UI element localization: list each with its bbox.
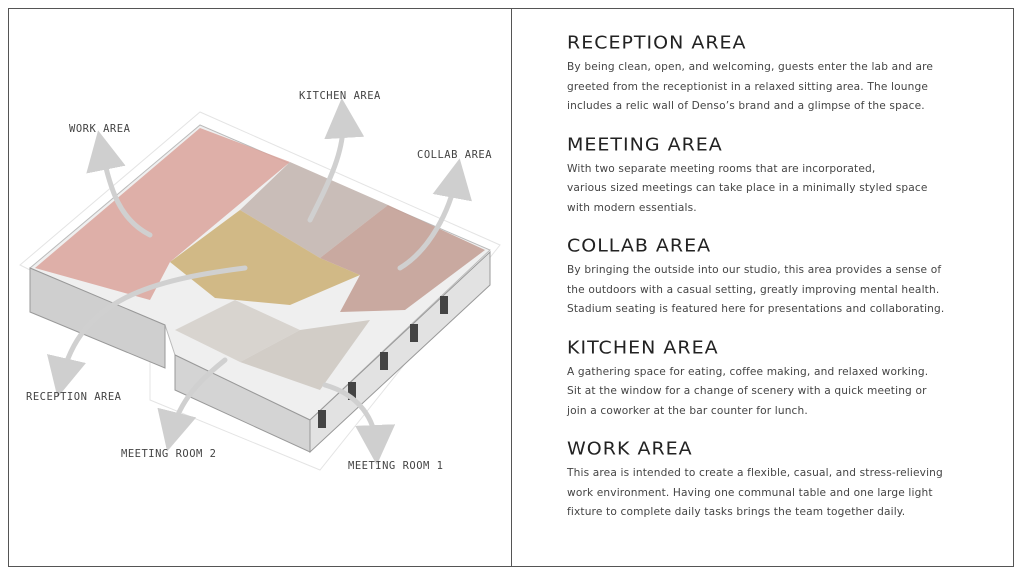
meeting-room-2-floor [175,300,300,362]
text-line: various sized meetings can take place in… [567,182,928,194]
section-work: WORK AREA This area is intended to creat… [567,438,997,523]
text-line: fixture to complete daily tasks brings t… [567,506,906,518]
section-reception: RECEPTION AREA By being clean, open, and… [567,32,997,117]
text-line: greeted from the receptionist in a relax… [567,80,929,93]
meeting-room-1-floor [240,320,370,390]
text-line: By being clean, open, and welcoming, gue… [567,61,934,73]
section-title: RECEPTION AREA [567,32,747,54]
section-title: WORK AREA [567,438,693,460]
text-line: work environment. Having one communal ta… [567,486,933,499]
text-line: Sit at the window for a change of scener… [567,385,927,397]
label-kitchen-area: KITCHEN AREA [299,90,381,102]
label-collab-area: COLLAB AREA [417,149,493,161]
divider [511,8,512,567]
text-line: join a coworker at the bar counter for l… [567,404,808,417]
text-line: with modern essentials. [567,201,697,214]
collab-area-floor [320,205,485,312]
arrows [47,98,472,465]
label-meeting-room-2: MEETING ROOM 2 [121,448,217,460]
section-title: MEETING AREA [567,134,723,155]
section-collab: COLLAB AREA By bringing the outside into… [567,235,997,320]
windows [318,296,448,428]
section-title: KITCHEN AREA [567,337,719,358]
text-line: Stadium seating is featured here for pre… [567,303,945,315]
section-meeting: MEETING AREA With two separate meeting r… [567,134,997,219]
reception-area-floor [170,210,360,305]
text-line: includes a relic wall of Denso’s brand a… [567,100,925,112]
text-line: This area is intended to create a flexib… [567,467,943,479]
text-line: A gathering space for eating, coffee mak… [567,365,929,378]
label-reception-area: RECEPTION AREA [26,391,122,403]
floor-plan-diagram: KITCHEN AREA WORK AREA COLLAB AREA RECEP… [9,9,511,566]
text-line: With two separate meeting rooms that are… [567,162,876,175]
section-title: COLLAB AREA [567,235,712,257]
work-area-floor [35,128,290,300]
text-line: the outdoors with a casual setting, grea… [567,283,940,296]
section-kitchen: KITCHEN AREA A gathering space for eatin… [567,337,997,422]
text-line: By bringing the outside into our studio,… [567,264,942,276]
isometric-floor-plan [19,98,501,471]
label-work-area: WORK AREA [69,123,131,135]
label-meeting-room-1: MEETING ROOM 1 [348,460,444,472]
area-descriptions: RECEPTION AREA By being clean, open, and… [567,32,997,540]
